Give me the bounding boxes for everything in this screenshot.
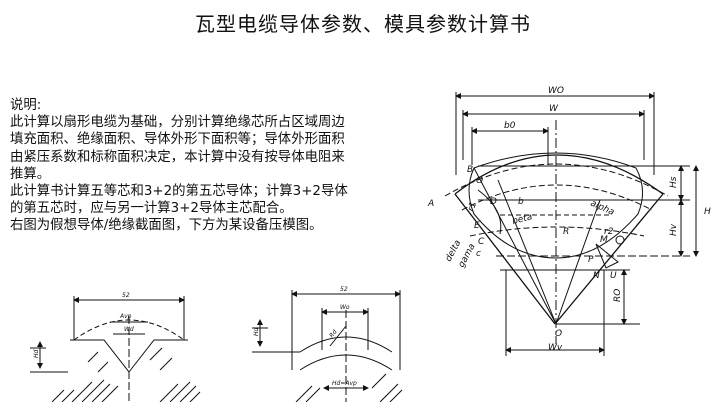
label-p: P [588, 255, 594, 265]
description: 说明: 此计算以扇形电缆为基础，分别计算绝缘芯所占区域周边 填充面积、绝缘面积、… [10, 97, 420, 235]
label-hs: Hs [669, 176, 679, 188]
label-b-lower: b [518, 197, 524, 207]
label-e: E [474, 221, 480, 231]
label-c: C [478, 237, 485, 247]
die-left-avp: Avp [119, 313, 132, 320]
die-left-width: 52 [122, 292, 130, 299]
die-drawing-right [252, 290, 403, 402]
die-left-hd: Hd [33, 349, 40, 358]
label-c-lower: c [476, 249, 481, 259]
description-line: 右图为假想导体/绝缘截面图，下方为某设备压模图。 [10, 218, 323, 234]
label-u: U [610, 271, 617, 281]
die-right-rd: Rd [328, 329, 339, 340]
die-left-wd: Wd [124, 326, 134, 333]
description-line: 由紧压系数和标称面积决定，本计算中没有按导体电阻来 [10, 149, 345, 165]
die-right-bottom: Hd=Avp [332, 380, 357, 387]
label-o-small: O [476, 176, 483, 186]
label-beta: beta [511, 212, 533, 227]
label-o: O [555, 329, 562, 339]
label-b: B [467, 165, 473, 175]
label-d: D [490, 197, 497, 207]
label-ro: RO [613, 289, 623, 302]
die-drawing-left [30, 296, 201, 402]
label-m: M [600, 235, 608, 245]
label-r2: r2 [604, 227, 614, 237]
label-w: W [549, 104, 559, 114]
label-b0: b0 [504, 121, 516, 131]
description-line: 推算。 [10, 166, 51, 182]
label-r: R [563, 227, 569, 237]
description-line: 填充面积、绝缘面积、导体外形下面积等；导体外形面积 [10, 132, 345, 148]
die-right-width: 52 [340, 286, 348, 293]
label-n: N [593, 271, 600, 281]
description-line: 此计算书计算五等芯和3+2的第五芯导体；计算3+2导体 [10, 184, 348, 200]
description-line: 的第五芯时，应与另一计算3+2导体主芯配合。 [10, 201, 293, 217]
description-heading: 说明: [10, 98, 42, 113]
label-wv: Wv [548, 343, 563, 353]
die-right-wo: Wo [340, 304, 350, 311]
label-hv: Hv [669, 223, 679, 236]
page-title: 瓦型电缆导体参数、模具参数计算书 [195, 12, 531, 36]
label-a: A [427, 199, 434, 209]
label-h: H [704, 207, 711, 217]
label-r1: r1 [466, 201, 479, 213]
die-right-hd: Hd [253, 327, 260, 336]
description-line: 此计算以扇形电缆为基础，分别计算绝缘芯所占区域周边 [10, 115, 345, 131]
label-wo: WO [548, 86, 564, 96]
